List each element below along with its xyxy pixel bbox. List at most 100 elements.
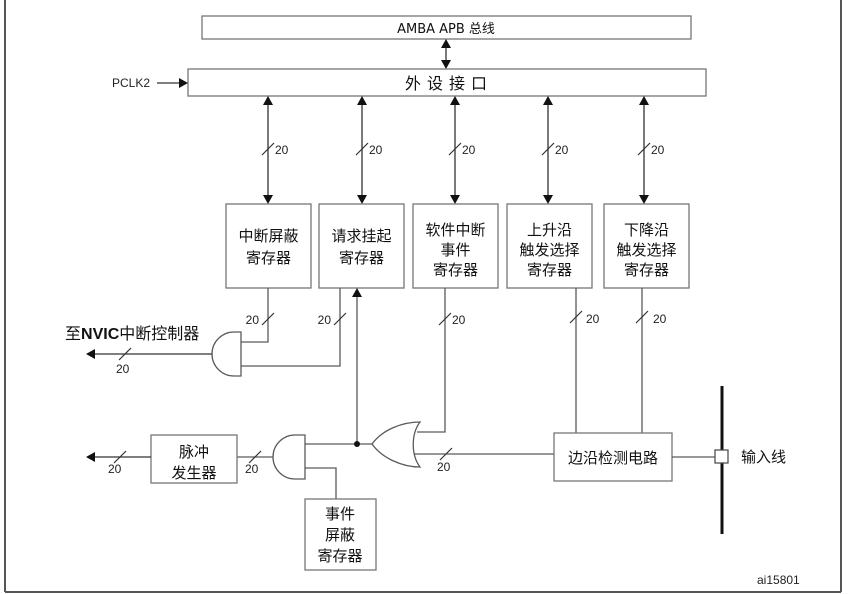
register-label-line: 寄存器	[527, 261, 572, 279]
register-bus-arrow: 20	[355, 96, 383, 204]
register-label-line: 触发选择	[616, 241, 676, 259]
register-bus-arrow: 20	[541, 96, 569, 204]
event-mask-register-block: 事件 屏蔽 寄存器	[304, 498, 377, 571]
bus-width-slash	[635, 310, 649, 324]
arrow-down-head-icon	[450, 195, 460, 204]
arrow-left-head-icon	[86, 452, 95, 462]
register-label-line: 中断屏蔽	[238, 227, 298, 245]
arrow-up-head-icon	[352, 288, 362, 297]
pclk2-label: PCLK2	[112, 76, 150, 90]
event-mask-label-line: 事件	[325, 505, 355, 523]
bus-width-label: 20	[555, 143, 569, 157]
bus-width-slash	[569, 310, 583, 324]
register-boxes: 中断屏蔽寄存器请求挂起寄存器软件中断事件寄存器上升沿触发选择寄存器下降沿触发选择…	[225, 203, 690, 289]
event-and-gate-icon	[272, 434, 306, 480]
bus-width-slash	[333, 312, 347, 326]
peripheral-interface-block: 外设接口	[187, 68, 707, 97]
arrow-down-head-icon	[357, 195, 367, 204]
register-label-line: 软件中断	[425, 221, 485, 239]
nvic-label-bold: NVIC	[81, 326, 120, 343]
bus-width-label: 20	[246, 313, 260, 327]
input-line-label: 输入线	[741, 448, 786, 466]
bus-width-label: 20	[462, 143, 476, 157]
register-label-line: 触发选择	[519, 241, 579, 259]
register-label-line: 上升沿	[527, 221, 572, 239]
bus-width-slash	[113, 450, 127, 464]
bus-width-slash	[248, 450, 262, 464]
nvic-and-gate-icon	[211, 331, 242, 377]
arrow-down-head-icon	[543, 195, 553, 204]
arrow-up-head-icon	[450, 96, 460, 105]
bus-width-slash	[261, 312, 275, 326]
bus-width-slash	[448, 142, 462, 156]
nvic-label-suffix: 中断控制器	[119, 324, 199, 343]
register-label-line: 寄存器	[433, 261, 478, 279]
event-mask-label-line: 寄存器	[317, 547, 362, 565]
register-box	[225, 203, 312, 289]
register-label-line: 寄存器	[339, 249, 384, 267]
register-box	[318, 203, 405, 289]
junction-dot-icon	[354, 441, 360, 447]
pending-to-and-wire	[241, 288, 341, 367]
bus-width-label: 20	[245, 462, 259, 476]
bus-width-slash	[438, 312, 452, 326]
nvic-output-label: 至NVIC中断控制器	[65, 324, 199, 343]
bus-width-label: 20	[452, 313, 466, 327]
event-mask-to-and-wire	[305, 467, 337, 499]
bus-width-label: 20	[116, 362, 130, 376]
register-label-line: 请求挂起	[331, 227, 391, 245]
bus-width-slash	[118, 347, 132, 361]
bus-width-label: 20	[651, 143, 665, 157]
bus-width-slash	[261, 142, 275, 156]
arrow-left-head-icon	[86, 349, 95, 359]
bus-width-label: 20	[586, 312, 600, 326]
bus-interface-double-arrow	[441, 39, 451, 69]
amba-apb-bus-box	[201, 15, 692, 40]
register-label-line: 事件	[440, 241, 470, 259]
pulse-generator-label-line: 发生器	[171, 464, 216, 482]
event-mask-label-line: 屏蔽	[325, 526, 355, 544]
pulse-generator-block: 脉冲 发生器	[150, 434, 238, 484]
arrow-down-head-icon	[441, 60, 451, 69]
register-bus-arrows: 20 20 20 20 20	[261, 96, 665, 204]
register-bus-arrow: 20	[261, 96, 289, 204]
edge-detect-block: 边沿检测电路	[553, 432, 673, 482]
figure-id-label: ai15801	[757, 573, 800, 587]
bus-width-label: 20	[653, 312, 667, 326]
arrow-up-head-icon	[441, 39, 451, 48]
arrow-up-head-icon	[357, 96, 367, 105]
register-bus-arrow: 20	[637, 96, 665, 204]
arrow-down-head-icon	[263, 195, 273, 204]
event-mask-register-box	[304, 498, 377, 571]
register-label-line: 寄存器	[624, 261, 669, 279]
nvic-label-prefix: 至	[65, 324, 81, 343]
bus-width-slash	[637, 142, 651, 156]
bus-width-slash	[439, 447, 453, 461]
bus-width-label: 20	[108, 462, 122, 476]
amba-apb-bus-block: AMBA APB 总线	[201, 15, 692, 40]
arrow-up-head-icon	[543, 96, 553, 105]
or-gate-icon	[371, 421, 422, 468]
register-box	[603, 203, 690, 289]
bus-width-slash	[541, 142, 555, 156]
software-interrupt-to-or-wire	[417, 288, 446, 433]
arrow-up-head-icon	[263, 96, 273, 105]
bus-width-label: 20	[318, 313, 332, 327]
register-bus-arrow: 20	[448, 96, 476, 204]
bus-width-label: 20	[437, 460, 451, 474]
register-box	[506, 203, 593, 289]
edge-detect-label: 边沿检测电路	[568, 449, 658, 467]
arrow-up-head-icon	[639, 96, 649, 105]
pulse-generator-box	[150, 434, 238, 484]
arrow-right-head-icon	[179, 78, 188, 88]
bus-width-label: 20	[275, 143, 289, 157]
peripheral-interface-box	[187, 68, 707, 97]
edge-detect-box	[553, 432, 673, 482]
bus-width-label: 20	[369, 143, 383, 157]
